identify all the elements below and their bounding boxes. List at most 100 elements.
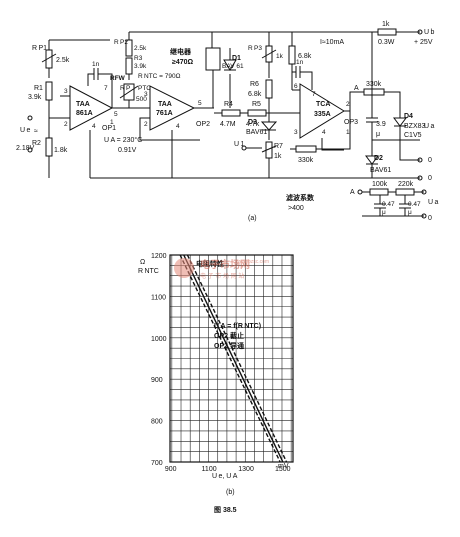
resistor-r5 <box>247 109 267 117</box>
label-1k: 1k <box>382 21 390 28</box>
chart-legend-line-2: OP2 截止 <box>214 331 244 340</box>
resistor-1k-supply <box>377 28 397 36</box>
chart-legend-line-3: OP2 导通 <box>214 341 245 350</box>
x-tick-label: 1500 <box>275 466 291 473</box>
label-op3-pin2: 2 <box>346 101 350 108</box>
label-op1-name: TAA <box>76 101 90 108</box>
resistor-r6 <box>265 79 273 99</box>
label-r5-val: 4.7k <box>246 121 260 128</box>
label-cap1: 1n <box>92 61 100 68</box>
watermark: 电子市场网 电 子 市 场 网 站 www.bzsc.com <box>174 258 269 280</box>
label-c1v5: C1V5 <box>404 132 422 139</box>
label-zener: BZX83 <box>404 123 426 130</box>
label-047b: 0.47 <box>408 201 421 208</box>
label-ub: U b <box>424 29 434 36</box>
label-op2: OP2 <box>196 121 210 128</box>
label-op2-pin2: 2 <box>144 121 148 128</box>
label-mu3: μ <box>408 209 412 216</box>
label-d3-type: BAV61 <box>246 129 267 136</box>
chart-ylabel: R NTC <box>138 268 159 275</box>
label-op2-num: 761A <box>156 110 173 117</box>
label-op3-pin6: 6 <box>294 83 298 90</box>
label-op3-pin4: 4 <box>322 129 326 136</box>
label-op3-pin3: 3 <box>294 129 298 136</box>
chart-xunit: mV <box>278 463 289 470</box>
watermark-url: www.bzsc.com <box>236 259 269 265</box>
label-zero2: 0 <box>428 175 432 182</box>
x-tick-label: 1100 <box>202 466 217 473</box>
label-r7: R7 <box>274 143 283 150</box>
label-op1: OP1 <box>102 125 116 132</box>
resistor-220k <box>395 188 415 196</box>
resistor-6k8 <box>288 45 296 65</box>
label-op2-name: TAA <box>158 101 172 108</box>
label-r1-val: 3.9k <box>28 94 42 101</box>
caption-a: (a) <box>248 215 257 222</box>
chart-legend-line-1: U A = f(R NTC) <box>214 323 261 330</box>
y-tick-label: 800 <box>151 419 163 426</box>
label-bav: BAV 61 <box>222 63 244 70</box>
label-op2-pin5: 5 <box>198 100 202 107</box>
opamp-op1 <box>69 85 114 131</box>
label-r2: R2 <box>32 140 41 147</box>
label-ripple: 滤波系数 <box>286 193 315 202</box>
label-047a: 0.47 <box>382 201 395 208</box>
watermark-text-2: 电 子 市 场 网 站 <box>200 272 244 280</box>
label-r3: R3 <box>134 55 143 62</box>
label-ua-out: U a <box>424 123 434 130</box>
label-d4: D4 <box>404 113 413 120</box>
label-ub-val: + 25V <box>414 39 433 46</box>
label-r6: R6 <box>250 81 259 88</box>
label-ue: U e <box>20 127 30 134</box>
label-op3: OP3 <box>344 119 358 126</box>
label-pin-a: A <box>354 85 359 92</box>
relay-coil <box>205 47 221 71</box>
watermark-text: 电子市场网 <box>200 258 250 271</box>
label-rp1-val: 2.5k <box>56 57 70 64</box>
chart-annotation-top: 电阻特性 <box>196 259 224 268</box>
chart-frame <box>169 254 294 463</box>
terminal-ub <box>417 29 423 35</box>
series-line <box>179 254 281 463</box>
label-ua-out2: U a <box>428 199 438 206</box>
opamp-op3 <box>299 83 345 139</box>
label-zero3: 0 <box>428 215 432 222</box>
label-ua-temp: U A = 230°C <box>104 136 142 144</box>
y-tick-label: 900 <box>151 377 163 384</box>
label-rp3: R P3 <box>248 45 262 52</box>
resistor-r3 <box>125 57 133 75</box>
label-relay-val: ≥470Ω <box>172 59 194 66</box>
label-220k: 220k <box>398 181 414 188</box>
label-op3-name: TCA <box>316 101 330 108</box>
resistor-330k-out <box>363 88 385 96</box>
label-d2: D2 <box>374 155 383 162</box>
resistor-r2 <box>45 137 53 157</box>
label-d3: D3 <box>248 119 257 126</box>
label-cap2: 1n <box>296 59 304 66</box>
label-op1-pin1: 1 <box>110 119 114 126</box>
series-line <box>183 254 284 463</box>
label-ptc: PTC <box>138 85 151 92</box>
x-tick-label: 900 <box>165 466 177 473</box>
label-ripple-val: >400 <box>288 205 304 212</box>
label-relay: 继电器 <box>170 47 192 56</box>
label-op2-pin3: 3 <box>144 91 148 98</box>
label-d1: D1 <box>232 55 241 62</box>
label-1k-w: 0.3W <box>378 39 395 46</box>
resistor-r4 <box>221 109 241 117</box>
label-op1-pin7: 7 <box>104 85 108 92</box>
label-330k-out: 330k <box>366 81 382 88</box>
y-tick-label: 1200 <box>151 253 167 260</box>
y-tick-label: 700 <box>151 460 163 467</box>
label-r5: R5 <box>252 101 261 108</box>
label-500: 500 <box>136 96 147 103</box>
chart-caption: (b) <box>226 489 235 496</box>
label-r4: R4 <box>224 101 233 108</box>
label-mu: μ <box>376 131 380 138</box>
x-tick-label: 1300 <box>238 466 254 473</box>
resistor-100k <box>369 188 389 196</box>
label-r4-val: 4.7M <box>220 121 236 128</box>
